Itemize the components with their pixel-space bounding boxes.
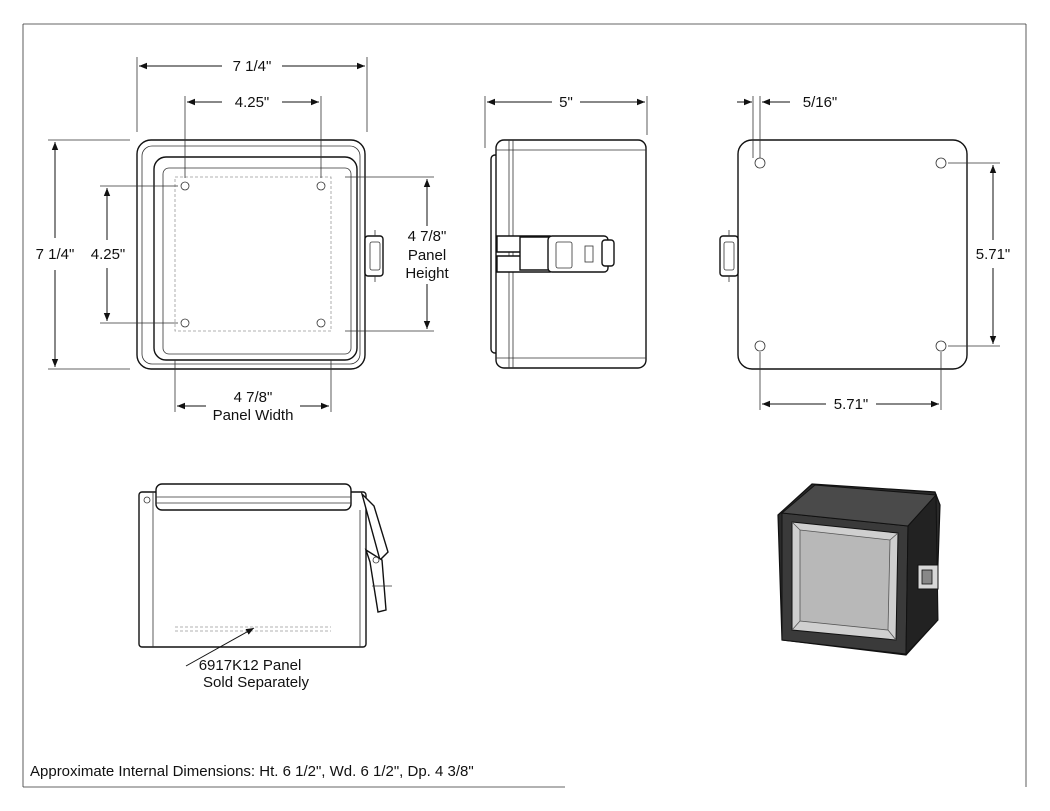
front-view-dimensions: 7 1/4" 4.25" 7 1/4" 4.25" 4 7/8" Panel H… xyxy=(36,57,450,424)
panel-width-caption: Panel Width xyxy=(213,407,294,424)
depth-label: 5" xyxy=(559,94,573,111)
panel-note-line1: 6917K12 Panel xyxy=(199,657,302,674)
panel-height-word2: Height xyxy=(405,265,449,282)
panel-height-word1: Panel xyxy=(408,247,446,264)
isometric-view xyxy=(777,483,941,656)
front-view xyxy=(136,139,384,370)
back-view-dimensions: 5/16" 5.71" 5.71" xyxy=(737,94,1010,413)
mount-height-label: 4.25" xyxy=(91,246,126,263)
hole-spacing-horizontal-label: 5.71" xyxy=(834,396,869,413)
overall-height-label: 7 1/4" xyxy=(36,246,75,263)
side-view-dimensions: 5" xyxy=(484,94,648,148)
overall-width-label: 7 1/4" xyxy=(233,58,272,75)
drawing-frame xyxy=(22,23,1027,788)
internal-dimensions-note: Approximate Internal Dimensions: Ht. 6 1… xyxy=(30,763,474,780)
back-view xyxy=(719,139,968,370)
section-view xyxy=(138,483,392,667)
panel-note-line2: Sold Separately xyxy=(203,674,309,691)
side-view xyxy=(490,139,647,369)
hole-spacing-vertical-label: 5.71" xyxy=(976,246,1011,263)
panel-width-value: 4 7/8" xyxy=(234,389,273,406)
hole-offset-label: 5/16" xyxy=(803,94,838,111)
section-note: 6917K12 Panel Sold Separately xyxy=(199,657,310,691)
mount-width-label: 4.25" xyxy=(235,94,270,111)
panel-height-value: 4 7/8" xyxy=(408,228,447,245)
